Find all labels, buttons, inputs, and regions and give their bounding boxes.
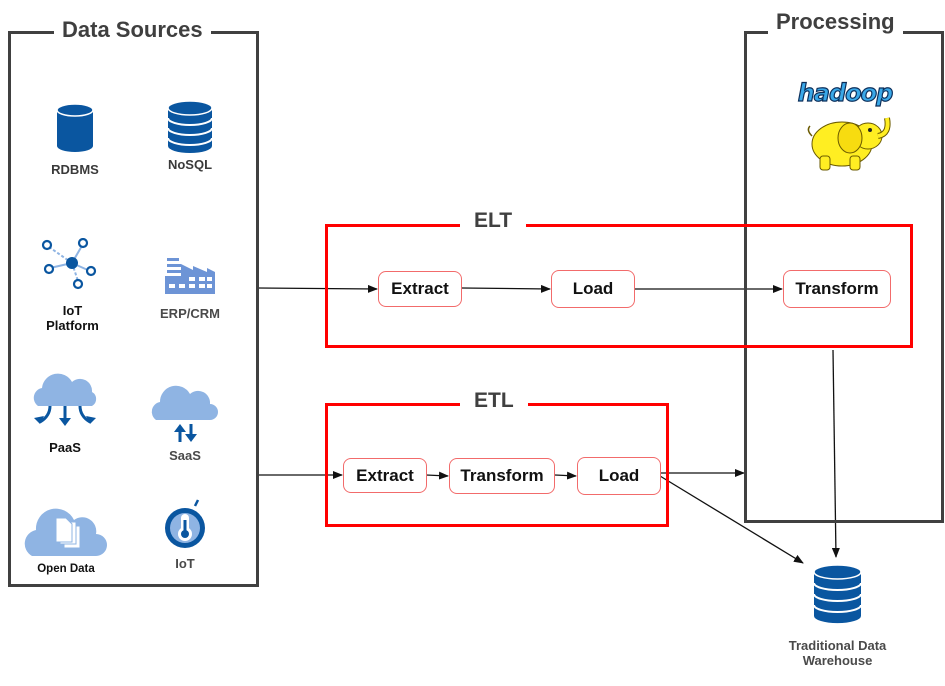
arrow-etl-transform-to-load bbox=[554, 471, 577, 480]
source-erp-crm: ERP/CRM bbox=[145, 256, 235, 321]
database-icon bbox=[56, 103, 94, 152]
source-iot: IoT bbox=[140, 498, 230, 571]
hadoop-logo: hadoop bbox=[790, 79, 900, 180]
source-saas: SaaS bbox=[140, 380, 230, 463]
source-label-line2: Platform bbox=[46, 318, 99, 333]
source-label: Open Data bbox=[37, 563, 95, 575]
source-label: SaaS bbox=[169, 448, 201, 463]
elt-title: ELT bbox=[460, 210, 527, 232]
source-label: ERP/CRM bbox=[160, 306, 220, 321]
source-open-data: Open Data bbox=[20, 498, 112, 577]
source-label: IoT bbox=[175, 556, 195, 571]
data-sources-title: Data Sources bbox=[54, 18, 211, 42]
source-label: NoSQL bbox=[167, 157, 213, 172]
elt-step-transform[interactable]: Transform bbox=[783, 270, 891, 308]
etl-step-transform[interactable]: Transform bbox=[449, 458, 555, 494]
warehouse-label-line1: Traditional Data bbox=[788, 638, 887, 653]
source-nosql: NoSQL bbox=[145, 100, 235, 172]
arrow-etl-extract-to-transform bbox=[425, 471, 449, 480]
processing-title: Processing bbox=[768, 10, 903, 34]
arrow-etl-load-to-warehouse bbox=[659, 475, 804, 564]
elt-step-load[interactable]: Load bbox=[551, 270, 635, 308]
etl-step-extract[interactable]: Extract bbox=[343, 458, 427, 493]
source-iot-platform: IoT Platform bbox=[25, 238, 120, 333]
cloud-documents-icon bbox=[24, 508, 107, 556]
arrow-sources-to-elt-extract bbox=[257, 284, 378, 293]
factory-icon bbox=[165, 258, 215, 294]
stacked-database-icon bbox=[167, 100, 213, 153]
source-label-line1: IoT bbox=[62, 303, 83, 318]
hadoop-elephant-icon bbox=[807, 117, 891, 171]
traditional-data-warehouse: Traditional Data Warehouse bbox=[760, 562, 915, 668]
source-label: PaaS bbox=[49, 440, 81, 455]
source-label: RDBMS bbox=[51, 162, 99, 177]
network-hub-icon bbox=[41, 238, 97, 290]
cloud-sync-icon bbox=[151, 385, 218, 442]
arrow-elt-extract-to-load bbox=[461, 284, 551, 293]
etl-step-load[interactable]: Load bbox=[577, 457, 661, 495]
elt-step-extract[interactable]: Extract bbox=[378, 271, 462, 307]
source-rdbms: RDBMS bbox=[30, 100, 120, 177]
warehouse-label-line2: Warehouse bbox=[802, 653, 873, 668]
source-paas: PaaS bbox=[20, 372, 110, 455]
stacked-database-icon bbox=[813, 564, 862, 624]
hadoop-wordmark: hadoop bbox=[797, 79, 894, 107]
etl-title: ETL bbox=[460, 390, 528, 412]
cloud-arrows-down-icon bbox=[33, 373, 97, 426]
elt-pipeline-frame bbox=[325, 224, 913, 348]
thermometer-sensor-icon bbox=[165, 499, 205, 548]
